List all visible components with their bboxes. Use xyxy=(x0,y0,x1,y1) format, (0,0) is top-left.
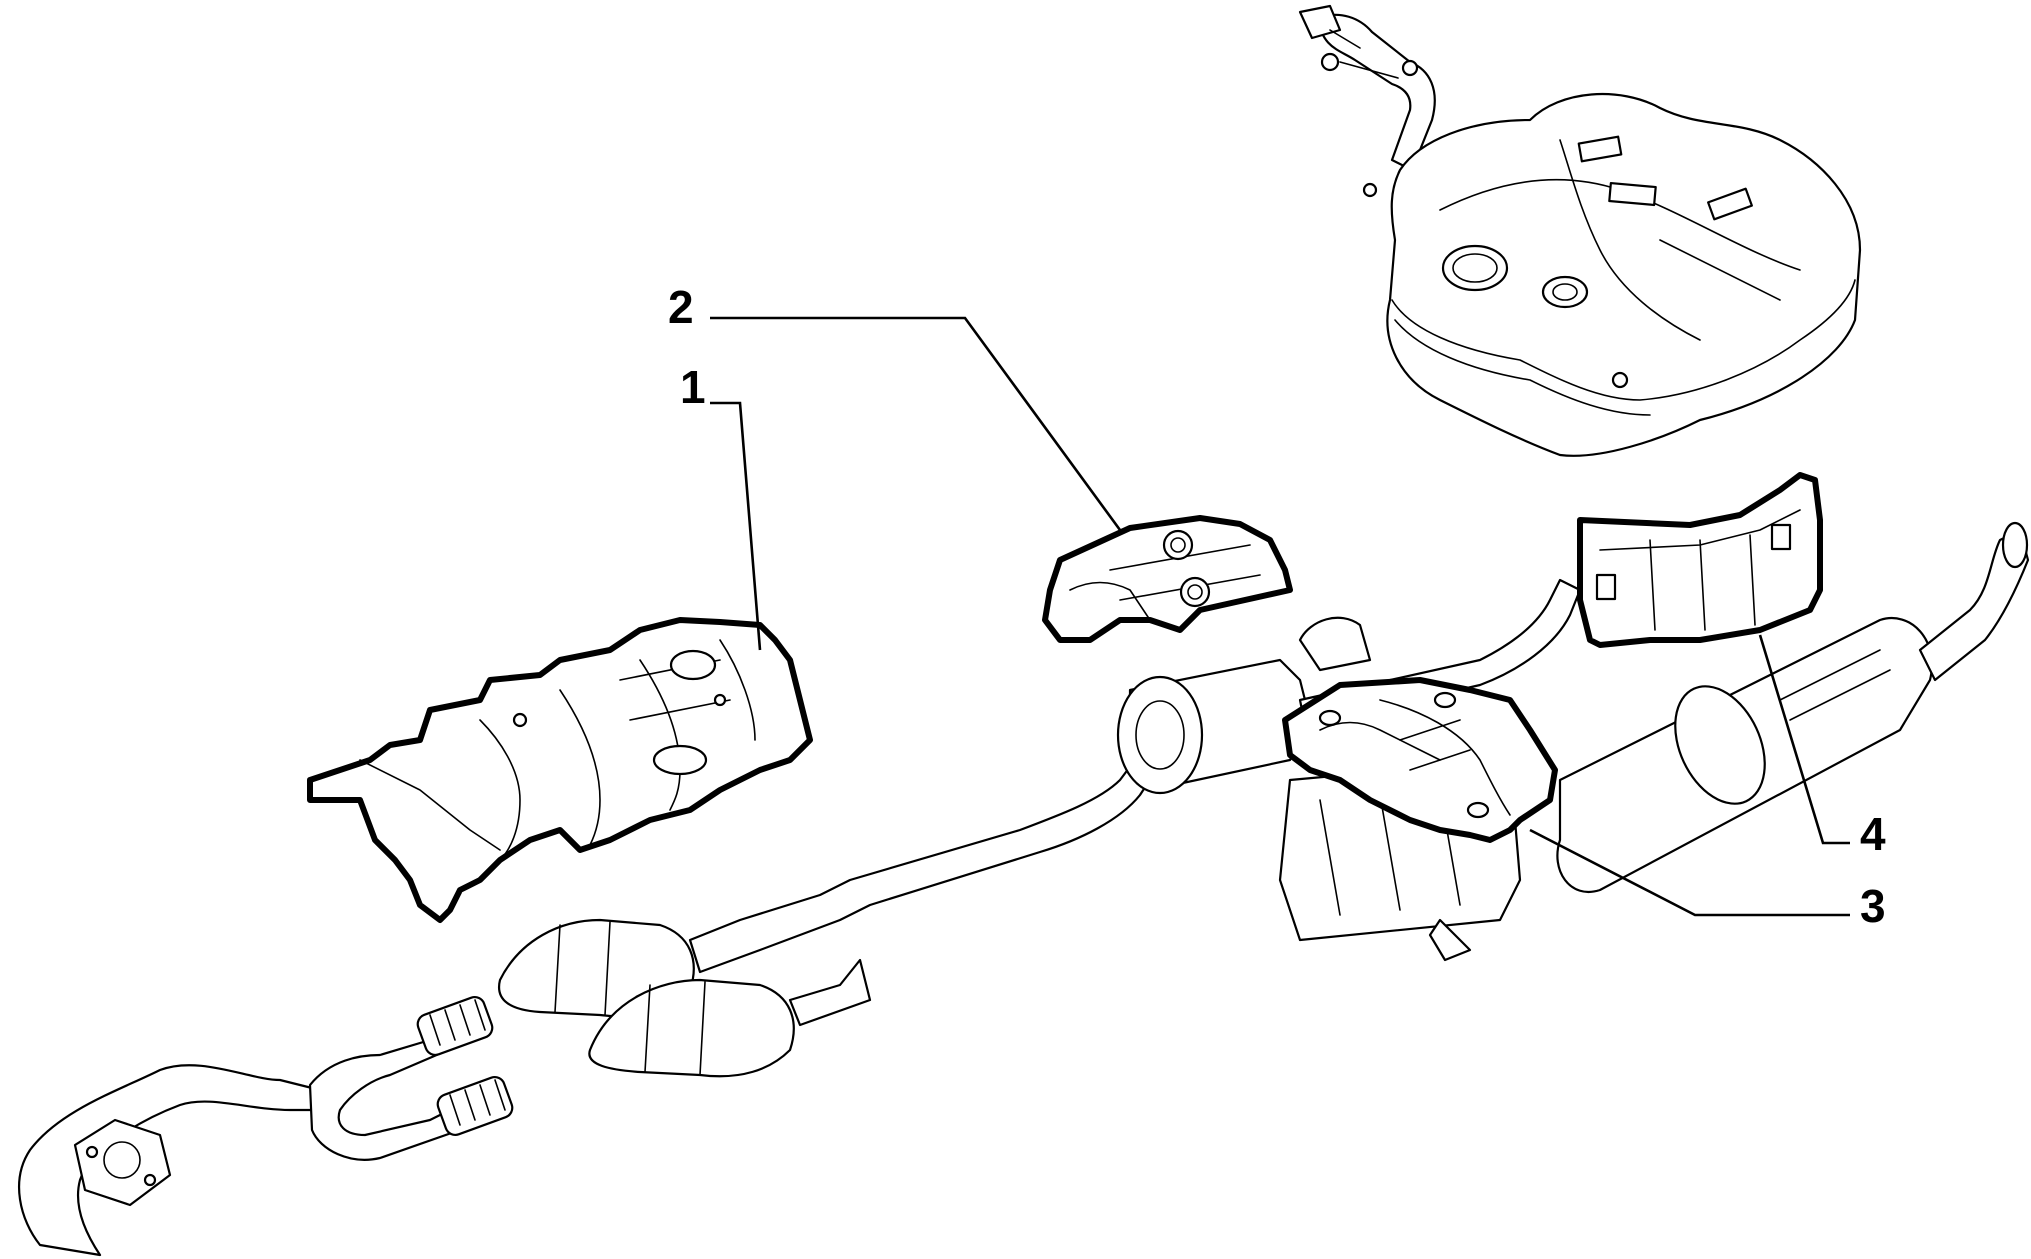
callout-1: 1 xyxy=(680,361,762,651)
callout-4: 4 xyxy=(1758,634,1886,860)
exhaust-system xyxy=(18,521,2030,1257)
heat-shield-4 xyxy=(1577,472,1823,648)
heat-shield-2 xyxy=(1042,515,1293,643)
callout-label-1: 1 xyxy=(680,361,706,413)
heat-shield-1 xyxy=(307,617,813,923)
leader-line-4 xyxy=(1758,634,1850,845)
callout-2: 2 xyxy=(668,281,1122,531)
heat-shield-3 xyxy=(1282,677,1558,843)
callout-label-2: 2 xyxy=(668,281,694,333)
leader-line-2 xyxy=(710,316,1122,531)
leader-line-3 xyxy=(1529,828,1850,917)
callout-label-3: 3 xyxy=(1860,880,1886,932)
callout-label-4: 4 xyxy=(1860,808,1886,860)
fuel-tank xyxy=(1298,4,1862,457)
callout-3: 3 xyxy=(1529,828,1886,932)
leader-line-1 xyxy=(710,401,762,651)
